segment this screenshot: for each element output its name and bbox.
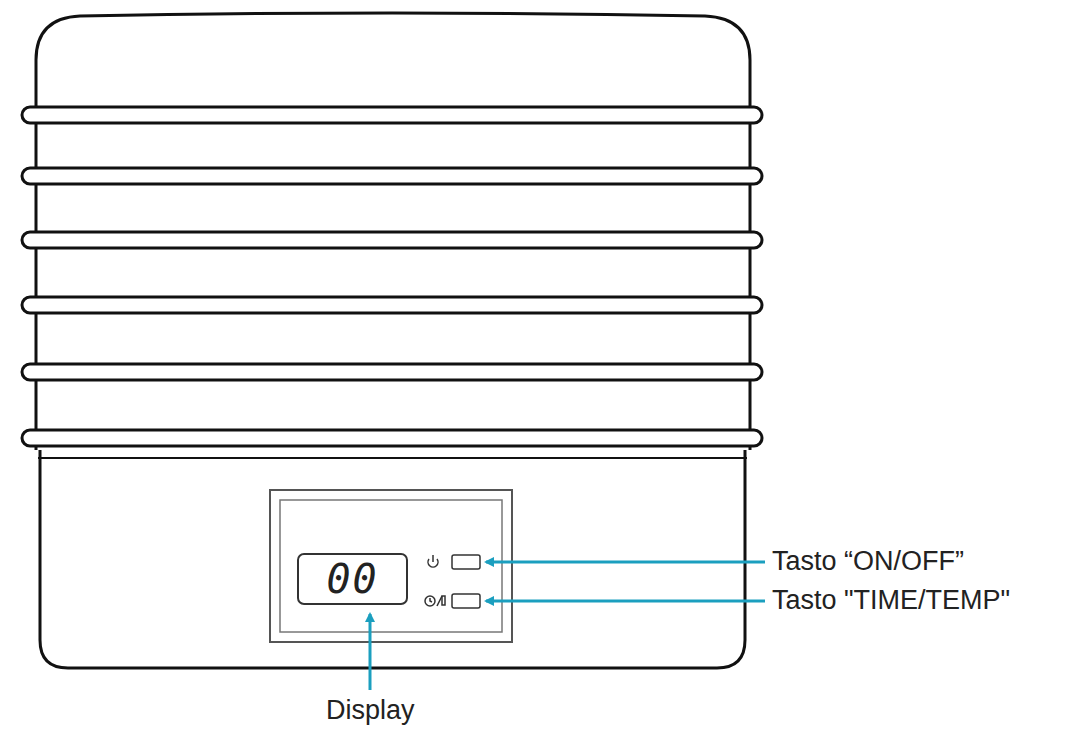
display-digits: 00: [326, 559, 378, 599]
control-panel: [270, 490, 512, 642]
base-housing: [40, 450, 745, 668]
control-panel-inner: [280, 500, 502, 632]
on-off-button: [452, 555, 480, 569]
callout-label: Display: [326, 696, 415, 726]
tray-ribs: [22, 107, 762, 446]
time-temp-button: [452, 594, 480, 608]
leader-lines: [370, 562, 765, 690]
time-temp-icon: [425, 596, 445, 606]
power-icon: [428, 555, 438, 567]
callout-label: Tasto “ON/OFF”: [772, 547, 964, 577]
callout-label: Tasto "TIME/TEMP": [772, 586, 1010, 616]
display-screen: 00: [297, 553, 408, 605]
